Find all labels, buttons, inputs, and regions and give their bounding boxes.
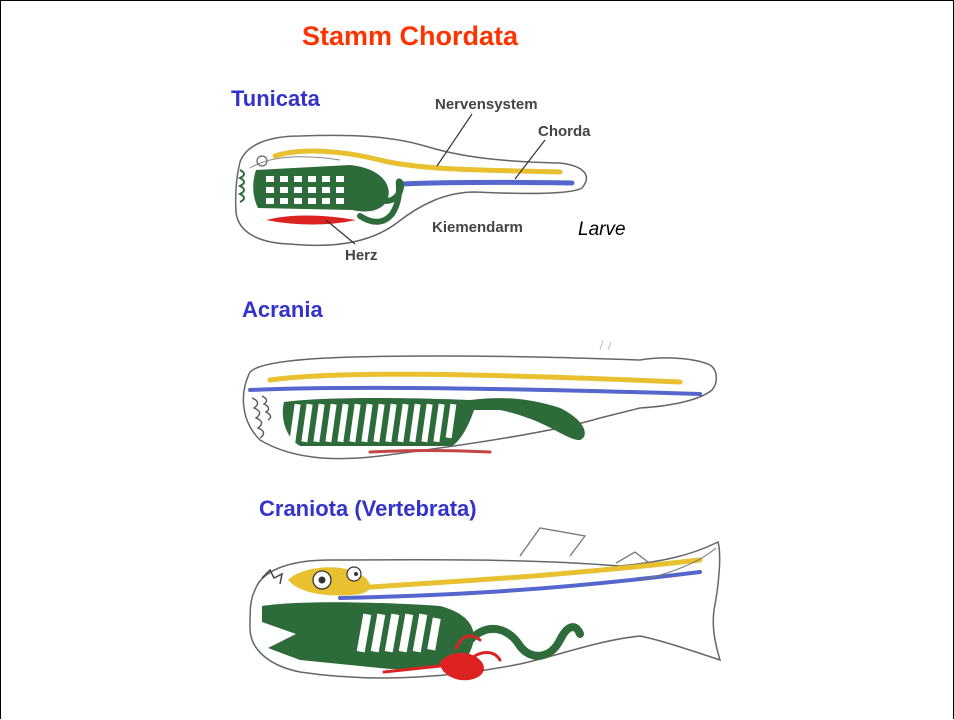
craniota-shark-drawing: [250, 528, 720, 680]
acrania-nerve-cord: [270, 374, 680, 382]
tunicata-mouth-ridges: [240, 170, 244, 202]
craniota-gut: [262, 602, 474, 669]
tunicata-chorda: [400, 182, 572, 184]
tunicata-heart: [266, 216, 356, 225]
craniota-dorsal-fin: [520, 528, 585, 556]
acrania-lancelet-drawing: [243, 340, 716, 459]
acrania-fin-line: [600, 340, 611, 350]
craniota-heart: [440, 653, 484, 680]
acrania-blood-vessel: [370, 451, 490, 453]
craniota-pupil: [319, 577, 326, 584]
craniota-nerve-cord: [360, 560, 700, 588]
acrania-mouth-cirri: [252, 396, 271, 438]
tunicata-larva-drawing: [236, 114, 587, 245]
acrania-chorda: [250, 388, 700, 394]
craniota-ear-dot: [354, 572, 358, 576]
craniota-second-fin: [616, 552, 648, 563]
